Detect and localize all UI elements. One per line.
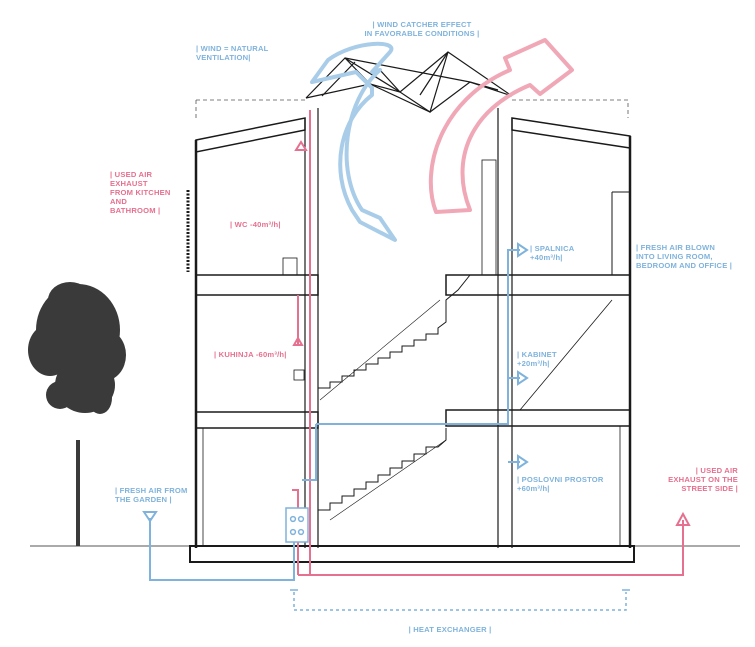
kuhinja-label: | KUHINJA -60m³/h| [214,350,287,359]
used-air-ducts [292,110,691,576]
wind-intake-arrow [310,41,397,242]
kabinet-label: | KABINET +20m³/h| [517,350,557,368]
used-air-street-label: | USED AIR EXHAUST ON THE STREET SIDE | [668,466,738,493]
wind-natural-label: | WIND = NATURAL VENTILATION| [196,44,269,62]
fresh-air-blown-label: | FRESH AIR BLOWN INTO LIVING ROOM, BEDR… [636,243,733,270]
roof-dashed-outline [195,99,629,120]
heat-exchanger-bracket [293,592,627,611]
wc-label: | WC -40m³/h| [230,220,281,229]
wind-exhaust-arrow [428,38,574,214]
heat-exchanger-label: | HEAT EXCHANGER | [408,625,492,634]
wind-catcher-label: | WIND CATCHER EFFECT IN FAVORABLE CONDI… [364,20,480,38]
fresh-air-garden-label: | FRESH AIR FROM THE GARDEN | [115,486,188,504]
wind-catcher-truss [305,51,513,113]
building-structure [186,108,635,563]
tree-illustration [28,282,126,546]
heat-exchanger-unit [285,507,309,543]
used-air-kitchen-label: | USED AIR EXHAUST FROM KITCHEN AND BATH… [110,170,171,215]
poslovni-label: | POSLOVNI PROSTOR +60m³/h| [517,475,604,493]
fresh-air-ducts [142,242,529,581]
wind-arrows [310,38,574,242]
spalnica-label: | SPALNICA +40m³/h| [530,244,575,262]
